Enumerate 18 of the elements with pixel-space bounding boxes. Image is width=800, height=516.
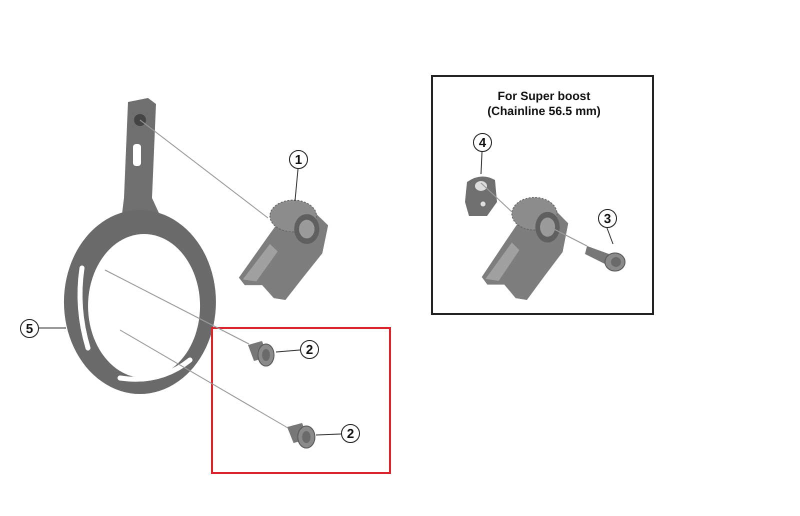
callout-number: 2	[300, 340, 319, 359]
assembly-line	[140, 120, 268, 218]
callout-number: 5	[20, 319, 39, 338]
leader-line	[276, 350, 300, 352]
leader-line	[480, 152, 482, 174]
callout-number: 3	[598, 209, 617, 228]
inset-frame	[431, 75, 654, 315]
assembly-line	[480, 182, 512, 212]
callout-number: 1	[289, 150, 308, 169]
assembly-line	[120, 330, 288, 428]
leader-line	[294, 168, 298, 202]
callout-number: 2	[341, 424, 360, 443]
highlight-frame	[211, 327, 391, 474]
inset-heading: For Super boost (Chainline 56.5 mm)	[486, 89, 602, 119]
assembly-line	[104, 270, 250, 344]
leader-line	[316, 434, 342, 436]
leader-line	[606, 228, 614, 244]
callout-number: 4	[473, 133, 492, 152]
